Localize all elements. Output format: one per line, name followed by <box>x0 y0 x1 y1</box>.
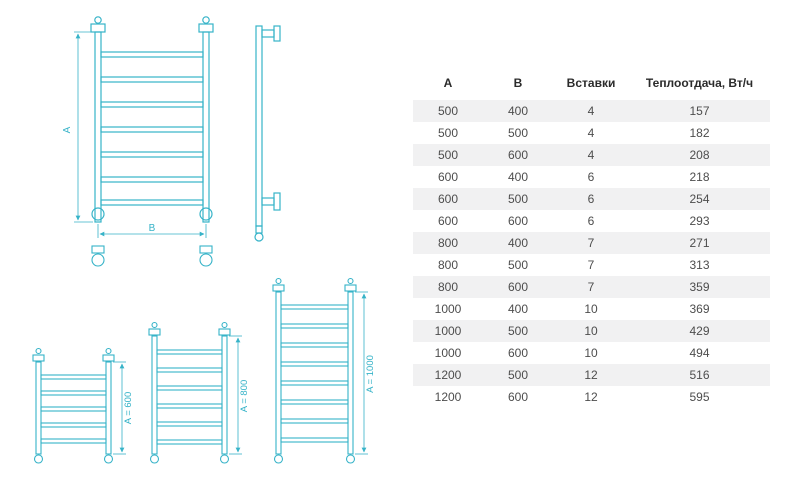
table-cell: 400 <box>507 302 529 316</box>
table-cell: 600 <box>507 214 529 228</box>
table-cell: 600 <box>507 148 529 162</box>
dimension-600 <box>113 361 126 455</box>
side-view-drawing <box>254 25 281 242</box>
table-cell: 600 <box>507 346 529 360</box>
table-cell: 600 <box>437 214 459 228</box>
ladder-600-label: A = 600 <box>123 392 134 425</box>
table-cell: 10 <box>584 302 598 316</box>
table-cell: 800 <box>437 236 459 250</box>
table-cell: 600 <box>437 192 459 206</box>
table-cell: 254 <box>689 192 710 206</box>
table-cell: 500 <box>507 368 529 382</box>
table-cell: 4 <box>587 126 595 140</box>
table-cell: 1200 <box>434 368 462 382</box>
table-row: 800 400 7 271 <box>413 232 770 254</box>
table-cell: 500 <box>437 148 459 162</box>
bracket-top-view <box>91 245 213 267</box>
table-cell: 1000 <box>434 302 462 316</box>
table-cell: 1000 <box>434 346 462 360</box>
table-row: 600 500 6 254 <box>413 188 770 210</box>
table-cell: 400 <box>507 104 529 118</box>
table-row: 600 600 6 293 <box>413 210 770 232</box>
column-header: В <box>483 70 553 100</box>
dim-a-label: A <box>62 126 73 133</box>
table-cell: 10 <box>584 346 598 360</box>
table-cell: 500 <box>507 324 529 338</box>
dimension-1000 <box>355 291 368 455</box>
table-cell: 6 <box>587 214 595 228</box>
table-cell: 369 <box>689 302 710 316</box>
table-cell: 500 <box>437 126 459 140</box>
table-cell: 12 <box>584 368 598 382</box>
table-row: 1000 400 10 369 <box>413 298 770 320</box>
table-cell: 800 <box>437 258 459 272</box>
table-row: 500 400 4 157 <box>413 100 770 122</box>
table-cell: 7 <box>587 236 595 250</box>
table-cell: 10 <box>584 324 598 338</box>
table-cell: 600 <box>507 280 529 294</box>
table-cell: 400 <box>507 170 529 184</box>
table-cell: 1200 <box>434 390 462 404</box>
table-row: 600 400 6 218 <box>413 166 770 188</box>
ladder-800-drawing <box>148 321 231 464</box>
table-cell: 800 <box>437 280 459 294</box>
table-cell: 182 <box>689 126 710 140</box>
table-cell: 600 <box>437 170 459 184</box>
table-row: 500 600 4 208 <box>413 144 770 166</box>
table-cell: 313 <box>689 258 710 272</box>
table-cell: 500 <box>507 192 529 206</box>
table-cell: 494 <box>689 346 710 360</box>
table-cell: 208 <box>689 148 710 162</box>
table-cell: 218 <box>689 170 710 184</box>
technical-drawings: A B <box>32 16 376 464</box>
table-cell: 157 <box>689 104 710 118</box>
table-cell: 12 <box>584 390 598 404</box>
table-cell: 595 <box>689 390 710 404</box>
table-cell: 429 <box>689 324 710 338</box>
table-cell: 7 <box>587 280 595 294</box>
table-cell: 500 <box>507 126 529 140</box>
table-cell: 500 <box>507 258 529 272</box>
dim-b-label: B <box>149 223 156 234</box>
table-cell: 1000 <box>434 324 462 338</box>
column-header: Теплоотдача, Вт/ч <box>629 70 770 100</box>
table-cell: 400 <box>507 236 529 250</box>
table-cell: 271 <box>689 236 710 250</box>
ladder-1000-drawing <box>272 277 357 464</box>
table-row: 1000 500 10 429 <box>413 320 770 342</box>
table-row: 500 500 4 182 <box>413 122 770 144</box>
table-row: 800 600 7 359 <box>413 276 770 298</box>
dimension-a <box>74 31 93 223</box>
dimension-b <box>97 224 207 238</box>
dimension-800 <box>229 335 242 455</box>
table-row: 1000 600 10 494 <box>413 342 770 364</box>
table-row: 800 500 7 313 <box>413 254 770 276</box>
table-cell: 600 <box>507 390 529 404</box>
table-cell: 293 <box>689 214 710 228</box>
ladder-800-label: A = 800 <box>239 380 250 413</box>
table-cell: 359 <box>689 280 710 294</box>
table-row: 1200 500 12 516 <box>413 364 770 386</box>
ladder-1000-label: A = 1000 <box>365 355 376 393</box>
table-cell: 6 <box>587 170 595 184</box>
column-header: Вставки <box>553 70 629 100</box>
table-cell: 500 <box>437 104 459 118</box>
front-view-drawing <box>90 16 214 223</box>
table-cell: 516 <box>689 368 710 382</box>
table-row: 1200 600 12 595 <box>413 386 770 408</box>
table-cell: 7 <box>587 258 595 272</box>
table-cell: 6 <box>587 192 595 206</box>
table-cell: 4 <box>587 148 595 162</box>
column-header: А <box>413 70 483 100</box>
ladder-600-drawing <box>32 347 115 464</box>
table-cell: 4 <box>587 104 595 118</box>
